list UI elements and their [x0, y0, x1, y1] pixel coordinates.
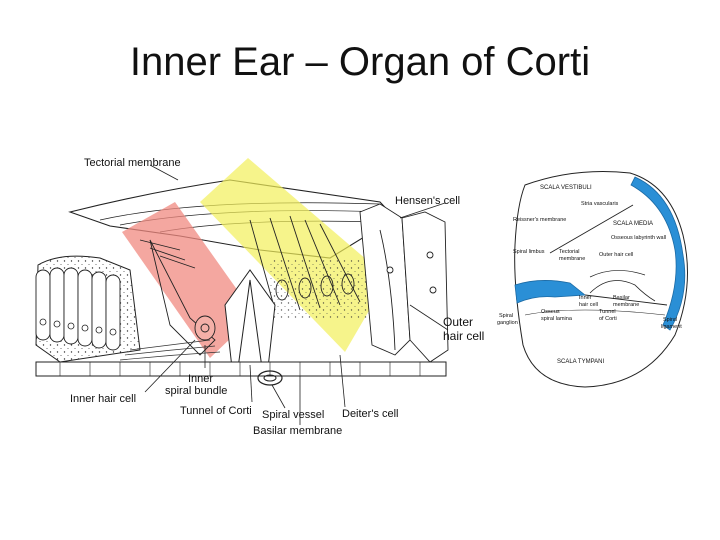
label-tectorial-membrane: Tectorial membrane	[84, 157, 181, 169]
label-tunnel-of-corti: Tunnel of Corti	[180, 405, 252, 417]
inset-label-reissners-membrane: Reissner's membrane	[513, 217, 566, 223]
label-hensens-cell: Hensen's cell	[395, 195, 460, 207]
label-inner-spiral-bundle-line2: spiral bundle	[165, 385, 227, 397]
inset-label-tunnel-of-corti-line2: of Corti	[599, 316, 617, 322]
inset-label-basilar-membrane-line1: Basilar	[613, 295, 630, 301]
inset-label-tunnel-of-corti-line1: Tunnel	[599, 309, 616, 315]
basilar-membrane	[35, 361, 447, 377]
inset-label-stria-vascularis: Stria vascularis	[581, 201, 619, 207]
label-basilar-membrane: Basilar membrane	[253, 425, 342, 437]
inset-label-spiral-ganglion-line2: ganglion	[497, 320, 518, 326]
inset-label-scala-tympani: SCALA TYMPANI	[557, 359, 604, 365]
organ-of-corti-diagram: Tectorial membrane Hensen's cell Outer h…	[35, 157, 484, 437]
inset-label-tectorial-membrane-line1: Tectorial	[559, 249, 579, 255]
inner-hair-cells	[139, 239, 216, 356]
border-cells	[35, 255, 141, 363]
outer-hair-cells	[249, 215, 380, 320]
inset-label-outer-hair-cell: Outer hair cell	[599, 252, 633, 258]
label-inner-spiral-bundle-line1: Inner	[188, 373, 213, 385]
inset-label-spiral-ganglion-line1: Spiral	[499, 313, 513, 319]
inset-label-tectorial-membrane-line2: membrane	[559, 256, 585, 262]
inset-label-spiral-ligament-line2: ligament	[661, 324, 682, 330]
label-outer-hair-cell-line2: hair cell	[443, 329, 484, 343]
cochlear-outline	[514, 171, 688, 388]
nerve-fibers	[119, 339, 221, 361]
spiral-vessel	[257, 370, 283, 386]
inset-label-basilar-membrane-line2: membrane	[613, 302, 639, 308]
inset-label-scala-vestibuli: SCALA VESTIBULI	[540, 185, 592, 191]
tunnel-of-corti	[224, 269, 276, 369]
leader-lines	[144, 164, 449, 425]
slide-title: Inner Ear – Organ of Corti	[129, 40, 591, 84]
label-outer-hair-cell-line1: Outer	[443, 315, 473, 329]
label-spiral-vessel: Spiral vessel	[262, 409, 324, 421]
inset-label-inner-hair-cell-line1: Inner	[579, 295, 592, 301]
inset-label-inner-hair-cell-line2: hair cell	[579, 302, 598, 308]
hensens-cells	[359, 203, 449, 363]
label-deiters-cell: Deiter's cell	[342, 408, 399, 420]
inner-hair-cell-highlight	[122, 202, 255, 358]
inset-label-spiral-ligament-line1: Spiral	[663, 317, 677, 323]
spiral-lamina-highlight	[514, 280, 587, 304]
inset-label-scala-media: SCALA MEDIA	[613, 221, 653, 227]
inset-label-spiral-limbus: Spiral limbus	[513, 249, 545, 255]
inset-label-osseous-spiral-lamina-line1: Osseus	[541, 309, 560, 315]
spiral-ligament-highlight	[630, 176, 686, 331]
cochlear-duct-inset: SCALA VESTIBULI Stria vascularis Reissne…	[497, 171, 688, 388]
label-inner-hair-cell: Inner hair cell	[70, 393, 136, 405]
inset-label-osseous-spiral-lamina-line2: spiral lamina	[541, 316, 573, 322]
inset-label-osseous-labyrinth-wall: Osseous labyrinth wall	[611, 235, 666, 241]
